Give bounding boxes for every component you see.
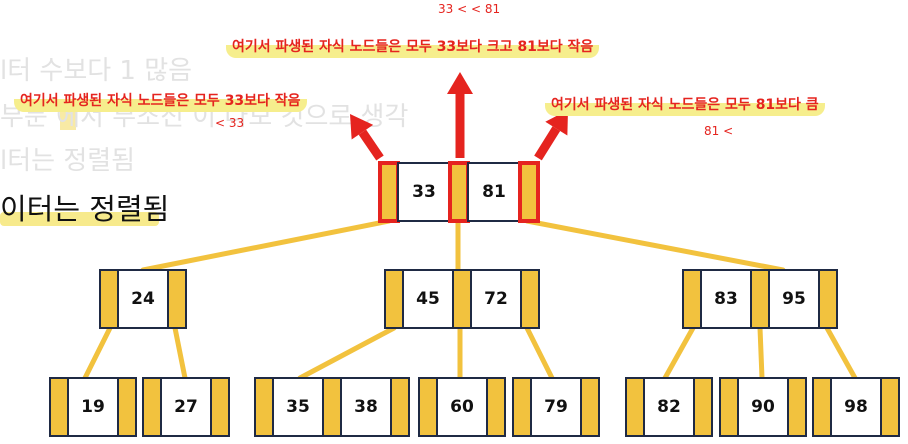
tree-edge-11 [824, 325, 858, 381]
tree-edges [82, 218, 858, 381]
left-child-note: 여기서 파생된 자식 노드들은 모두 33보다 작음 [14, 88, 307, 112]
pointer-slot [880, 377, 900, 437]
node-key: 35 [286, 397, 310, 417]
pointer-slot [142, 377, 162, 437]
pointer-slot [254, 377, 274, 437]
key-cell [397, 162, 451, 222]
leaf-node-6 [625, 377, 713, 437]
caption-text: 이터는 정렬됨 [0, 192, 170, 226]
pointer-slot [378, 161, 400, 223]
pointer-slot [322, 377, 342, 437]
middle-range-label: 33 < < 81 [438, 2, 501, 16]
left-range-label: < 33 [215, 116, 245, 130]
level2-node-2 [384, 269, 540, 329]
left-arrow [350, 114, 384, 161]
pointer-slot [625, 377, 645, 437]
leaf-node-7 [719, 377, 807, 437]
leaf-node-2 [142, 377, 230, 437]
node-key: 82 [657, 397, 681, 417]
leaf-node-5 [512, 377, 600, 437]
key-cell [467, 162, 521, 222]
leaf-node-4 [418, 377, 506, 437]
pointer-slot [117, 377, 137, 437]
leaf-node-1 [49, 377, 137, 437]
leaf-node-3 [254, 377, 410, 437]
background-text-line-3: l터는 정렬됨 [0, 146, 136, 176]
pointer-slot [99, 269, 119, 329]
pointer-slot [486, 377, 506, 437]
level2-node-1 [99, 269, 187, 329]
pointer-slot [682, 269, 702, 329]
pointer-slot [49, 377, 69, 437]
node-key: 24 [131, 289, 155, 309]
pointer-slot [210, 377, 230, 437]
pointer-slot [787, 377, 807, 437]
node-key: 98 [844, 397, 868, 417]
pointer-slot [812, 377, 832, 437]
tree-edge-9 [662, 325, 696, 381]
right-arrow [534, 110, 568, 161]
pointer-slot [448, 161, 470, 223]
key-cell [340, 377, 392, 437]
key-cell [830, 377, 882, 437]
tree-edge-1 [140, 218, 392, 273]
node-key: 45 [416, 289, 440, 309]
leaf-node-8 [812, 377, 900, 437]
pointer-slot [750, 269, 770, 329]
tree-nodes [49, 161, 900, 437]
root-node [378, 161, 540, 223]
node-key: 60 [450, 397, 474, 417]
pointer-slot [719, 377, 739, 437]
node-key: 90 [751, 397, 775, 417]
range-arrows [350, 72, 568, 161]
key-cell [272, 377, 324, 437]
node-key: 33 [412, 182, 436, 202]
tree-edge-4 [82, 325, 113, 381]
tree-edge-6 [297, 325, 397, 381]
middle-child-note: 여기서 파생된 자식 노드들은 모두 33보다 크고 81보다 작음 [226, 34, 600, 58]
middle-arrow [447, 72, 473, 158]
right-child-note: 여기서 파생된 자식 노드들은 모두 81보다 큼 [545, 92, 825, 116]
pointer-slot [580, 377, 600, 437]
key-cell [700, 269, 752, 329]
node-key: 81 [482, 182, 506, 202]
right-range-label: 81 < [704, 124, 734, 138]
node-key: 19 [81, 397, 105, 417]
node-key: 95 [782, 289, 806, 309]
tree-edge-3 [524, 218, 786, 273]
pointer-slot [693, 377, 713, 437]
background-text-line-1: l터 수보다 1 많음 [0, 56, 193, 86]
pointer-slot [452, 269, 472, 329]
tree-edge-5 [172, 325, 188, 381]
tree-edge-10 [757, 325, 765, 381]
pointer-slot [418, 377, 438, 437]
tree-edge-8 [524, 325, 555, 381]
level2-node-3 [682, 269, 838, 329]
pointer-slot [818, 269, 838, 329]
node-key: 27 [174, 397, 198, 417]
node-key: 38 [354, 397, 378, 417]
pointer-slot [390, 377, 410, 437]
pointer-slot [512, 377, 532, 437]
pointer-slot [518, 161, 540, 223]
pointer-slot [520, 269, 540, 329]
node-key: 72 [484, 289, 508, 309]
pointer-slot [167, 269, 187, 329]
pointer-slot [384, 269, 404, 329]
node-key: 83 [714, 289, 738, 309]
caption: 이터는 정렬됨 [0, 186, 169, 228]
node-key: 79 [544, 397, 568, 417]
